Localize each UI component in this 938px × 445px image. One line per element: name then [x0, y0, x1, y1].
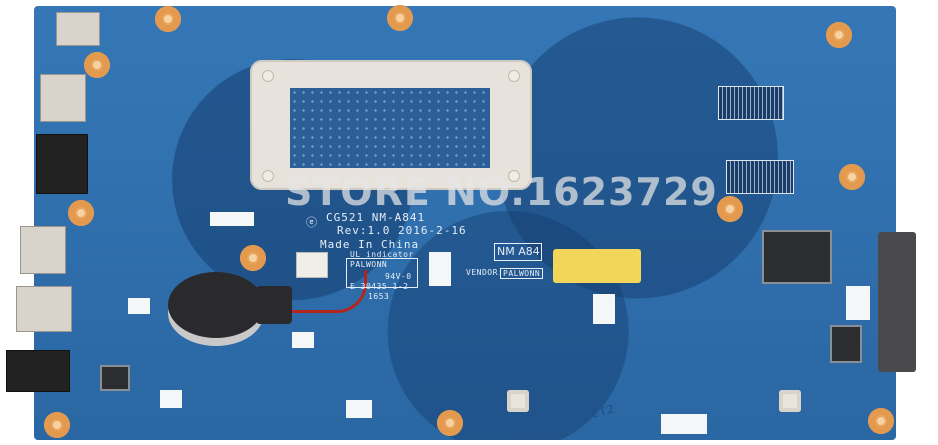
- mounting-hole: [437, 410, 463, 436]
- silkscreen-vendor-label: VENDOR:: [466, 268, 504, 277]
- ul-box: [346, 258, 418, 288]
- dc-jack: [56, 12, 100, 46]
- usb-port: [16, 286, 72, 332]
- ce-mark-icon: ⓔ: [306, 216, 318, 229]
- blank-label: [346, 400, 372, 418]
- ethernet-port: [36, 134, 88, 194]
- silkscreen-subcode: 1653: [368, 292, 390, 301]
- blank-label: [593, 294, 615, 324]
- mounting-hole: [868, 408, 894, 434]
- board-id-box: [494, 243, 542, 261]
- memory-chip-pad: [718, 86, 784, 120]
- store-watermark: STORE NO.1623729: [285, 170, 718, 214]
- screw-icon: [262, 170, 274, 182]
- blank-label: [160, 390, 182, 408]
- small-ic: [830, 325, 862, 363]
- mounting-hole: [44, 412, 70, 438]
- blank-label: [429, 252, 451, 286]
- cpu-bracket: [250, 60, 532, 190]
- silkscreen-revision: Rev:1.0 2016-2-16: [337, 224, 467, 237]
- mounting-hole: [717, 196, 743, 222]
- usb-port: [20, 226, 66, 274]
- battery-wire: [292, 270, 367, 313]
- silkscreen-code: E 30435 1-2: [350, 282, 409, 291]
- mounting-hole: [387, 5, 413, 31]
- silkscreen-manufacturer: PALWONN: [350, 260, 388, 269]
- mounting-hole: [839, 164, 865, 190]
- memory-chip-pad: [726, 160, 794, 194]
- mounting-hole: [240, 245, 266, 271]
- blank-label: [128, 298, 150, 314]
- silkscreen-vendor-value: PALWONN: [500, 268, 544, 279]
- screw-icon: [508, 170, 520, 182]
- mounting-hole: [68, 200, 94, 226]
- tact-switch: [507, 390, 529, 412]
- mounting-hole: [84, 52, 110, 78]
- cpu-socket-area: [290, 88, 490, 168]
- battery-holder-tab: [256, 286, 292, 324]
- hdmi-port: [40, 74, 86, 122]
- sata-connector: [878, 232, 916, 372]
- controller-ic: [762, 230, 832, 284]
- screw-icon: [508, 70, 520, 82]
- blank-label: [210, 212, 254, 226]
- blank-label: [846, 286, 870, 320]
- mounting-hole: [155, 6, 181, 32]
- silkscreen-board-id: NM A84: [497, 245, 540, 258]
- mounting-hole: [826, 22, 852, 48]
- yellow-sticker: [553, 249, 641, 283]
- small-ic: [100, 365, 130, 391]
- audio-jack: [6, 350, 70, 392]
- cmos-battery: [168, 272, 264, 338]
- screw-icon: [262, 70, 274, 82]
- battery-connector: [296, 252, 328, 278]
- silkscreen-rating: 94V-0: [385, 272, 412, 281]
- blank-label: [661, 414, 707, 434]
- blank-label: [292, 332, 314, 348]
- silkscreen-origin: Made In China: [320, 238, 420, 251]
- silkscreen-model: CG521 NM-A841: [326, 211, 426, 224]
- tact-switch: [779, 390, 801, 412]
- silkscreen-ul-indicator: UL indicator: [350, 250, 414, 259]
